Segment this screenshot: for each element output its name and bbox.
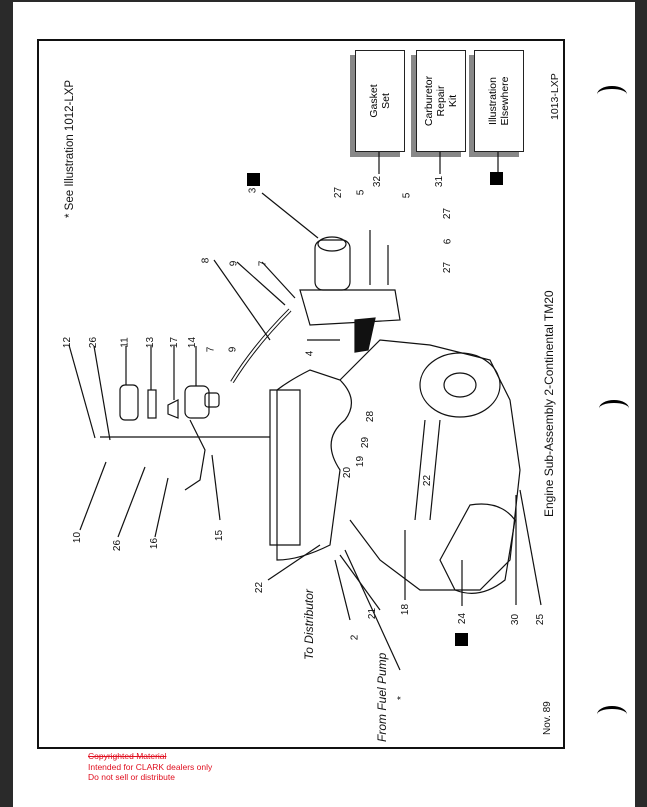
callout-32: 32 [372, 175, 384, 188]
watermark-line-1: Copyrighted Material [88, 751, 167, 761]
callout-22b: 22 [254, 581, 266, 594]
part-3-marker [247, 173, 260, 186]
callout-11: 11 [119, 337, 131, 348]
callout-7b: 7 [205, 346, 217, 353]
callout-26a: 26 [88, 336, 100, 349]
callout-15: 15 [214, 529, 226, 542]
binder-ring-bottom [597, 706, 627, 723]
callout-2: 2 [349, 634, 361, 641]
callout-27a: 27 [333, 186, 345, 199]
callout-5a: 5 [355, 189, 367, 196]
callout-21: 21 [367, 607, 379, 620]
callout-13: 13 [145, 336, 157, 349]
gasket-set-box: Gasket Set [355, 50, 405, 152]
callout-27c: 27 [442, 261, 454, 274]
callout-7a: 7 [257, 260, 269, 267]
callout-9a: 9 [228, 260, 240, 267]
callout-25: 25 [535, 613, 547, 626]
callout-28: 28 [365, 410, 377, 423]
binder-ring-middle [599, 400, 629, 417]
illustration-elsewhere-box: Illustration Elsewhere [474, 50, 524, 152]
callout-30: 30 [510, 613, 522, 626]
watermark-line-3: Do not sell or distribute [88, 772, 175, 782]
watermark-line-2: Intended for CLARK dealers only [88, 762, 213, 772]
callout-17: 17 [169, 336, 181, 349]
callout-4: 4 [304, 350, 316, 357]
callout-9b: 9 [227, 346, 239, 353]
binder-ring-top [597, 86, 627, 103]
callout-5b: 5 [401, 192, 413, 199]
callout-16: 16 [149, 537, 161, 550]
callout-10: 10 [72, 531, 84, 544]
illustration-frame [37, 39, 565, 749]
callout-14: 14 [187, 336, 199, 349]
callout-22a: 22 [422, 474, 434, 487]
callout-31: 31 [434, 175, 446, 188]
callout-8: 8 [200, 257, 212, 264]
callout-27b: 27 [442, 207, 454, 220]
callout-12: 12 [62, 336, 74, 349]
callout-18: 18 [400, 603, 412, 616]
callout-24: 24 [457, 612, 469, 625]
document-page [13, 2, 635, 807]
illustration-elsewhere-marker [490, 172, 503, 185]
callout-29: 29 [360, 436, 372, 449]
callout-19: 19 [355, 455, 367, 468]
carburetor-repair-kit-box: Carburetor Repair Kit [416, 50, 466, 152]
callout-26b: 26 [112, 539, 124, 552]
callout-20: 20 [342, 466, 354, 479]
part-24-marker [455, 633, 468, 646]
callout-6: 6 [442, 238, 454, 245]
callout-3: 3 [247, 187, 259, 194]
